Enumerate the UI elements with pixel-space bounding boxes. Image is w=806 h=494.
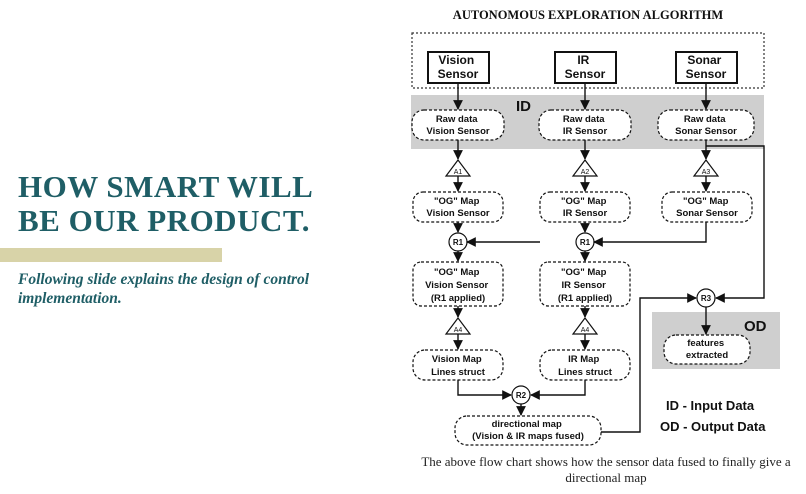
svg-text:IR Map Lines struct: IR Map Lines struct: [558, 354, 613, 378]
svg-text:A2: A2: [581, 169, 590, 176]
directional-map: directional map (Vision & IR maps fused): [454, 415, 602, 446]
svg-text:"OG" Map IR Sensor: "OG" Map IR Sensor (R1 applied): [558, 267, 612, 304]
raw-vision: Raw data Vision Sensor: [411, 109, 505, 141]
og-map-vision: "OG" Map Vision Sensor: [412, 191, 504, 223]
diagram-title: AUTONOMOUS EXPLORATION ALGORITHM: [453, 8, 724, 22]
algorithm-a4-vision: A4: [444, 317, 472, 335]
og-map-vision-r1: "OG" Map Vision Sensor (R1 applied): [412, 261, 504, 307]
features-extracted: features extracted: [663, 334, 751, 365]
rule-r1-vision: R1: [448, 232, 468, 252]
algorithm-a1: A1: [444, 159, 472, 177]
svg-text:ID - Input Data: ID - Input Data: [666, 398, 755, 413]
svg-text:Sonar Sensor: Sonar Sensor: [686, 53, 727, 81]
svg-text:A3: A3: [702, 169, 711, 176]
rule-r1-ir: R1: [575, 232, 595, 252]
rule-r3: R3: [696, 288, 716, 308]
svg-text:"OG" Map Sonar Sensor: "OG" Map Sonar Sensor: [676, 196, 738, 219]
legend: ID - Input Data OD - Output Data: [660, 398, 766, 434]
svg-text:R1: R1: [453, 238, 464, 247]
svg-text:Raw data IR Sensor: Raw data IR Sensor: [563, 114, 608, 137]
raw-ir: Raw data IR Sensor: [538, 109, 632, 141]
svg-text:A4: A4: [581, 327, 590, 334]
sensor-group: [411, 32, 765, 89]
og-map-ir: "OG" Map IR Sensor: [539, 191, 631, 223]
svg-text:"OG" Map IR Sensor: "OG" Map IR Sensor: [561, 196, 609, 219]
svg-text:R2: R2: [516, 391, 527, 400]
id-label: ID: [516, 98, 531, 115]
flow-arrows: [453, 83, 765, 433]
svg-text:"OG" Map Vision Sensor: "OG" Map Vision Sensor: [426, 196, 489, 219]
raw-sonar: Raw data Sonar Sensor: [657, 109, 755, 141]
svg-text:Raw data Sonar Sensor: Raw data Sonar Sensor: [675, 114, 737, 137]
rule-r2: R2: [511, 385, 531, 405]
slide-title: HOW SMART WILL BE OUR PRODUCT.: [18, 169, 312, 238]
svg-text:A4: A4: [454, 327, 463, 334]
svg-text:features extracted: features extracted: [686, 338, 728, 361]
svg-text:A1: A1: [454, 169, 463, 176]
algorithm-a4-ir: A4: [571, 317, 599, 335]
algorithm-a2: A2: [571, 159, 599, 177]
slide-subtitle: Following slide explains the design of c…: [18, 271, 310, 307]
sonar-sensor: Sonar Sensor: [675, 51, 738, 84]
ir-sensor: IR Sensor: [554, 51, 617, 84]
og-map-sonar: "OG" Map Sonar Sensor: [661, 191, 753, 223]
svg-text:"OG" Map Vision Sensor: "OG" Map Vision Sensor (R1 applied): [425, 267, 491, 304]
svg-text:R1: R1: [580, 238, 591, 247]
svg-text:R3: R3: [701, 294, 712, 303]
vision-line-map: Vision Map Lines struct: [412, 349, 504, 381]
ir-line-map: IR Map Lines struct: [539, 349, 631, 381]
od-label: OD: [744, 318, 767, 335]
svg-text:directional map (Vision: directional map (Vision & IR maps fused): [472, 419, 584, 442]
diagram-caption: The above flow chart shows how the senso…: [421, 454, 791, 485]
svg-text:IR Sensor: IR Sensor: [565, 53, 606, 81]
vision-sensor: Vision Sensor: [427, 51, 490, 84]
accent-bar: [0, 248, 222, 262]
svg-text:Vision Sensor: Vision Sensor: [438, 53, 479, 81]
algorithm-a3: A3: [692, 159, 720, 177]
svg-text:Raw data Vision Sensor: Raw data Vision Sensor: [426, 114, 489, 137]
svg-text:Vision Map Lines struct: Vision Map Lines struct: [431, 354, 486, 378]
svg-text:OD - Output Data: OD - Output Data: [660, 419, 766, 434]
og-map-ir-r1: "OG" Map IR Sensor (R1 applied): [539, 261, 631, 307]
